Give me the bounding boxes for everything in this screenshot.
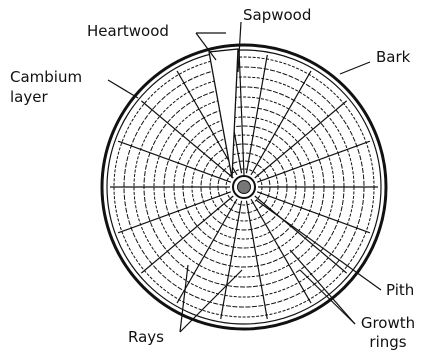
growth-rings-label-line2: rings (356, 333, 420, 351)
sapwood-label: Sapwood (243, 6, 311, 24)
cambium-label-line1: Cambium (10, 68, 82, 86)
pith-core (238, 181, 251, 194)
leader-bark (340, 62, 370, 74)
pith-label: Pith (386, 281, 414, 299)
heartwood-label: Heartwood (87, 22, 169, 40)
leader-cambium (108, 80, 138, 98)
cambium-label-line2: layer (10, 88, 48, 106)
bark-label: Bark (376, 48, 410, 66)
rays-label: Rays (128, 328, 164, 346)
growth-rings-label-line1: Growth (356, 314, 420, 332)
